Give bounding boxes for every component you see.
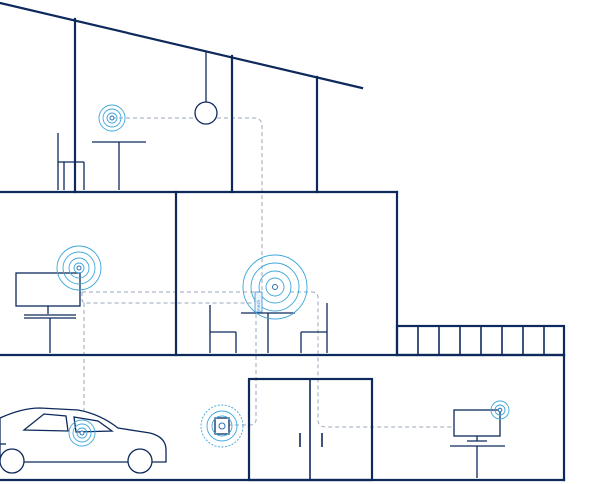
wifi-signal-icon bbox=[68, 419, 96, 447]
roof-line bbox=[0, 1, 364, 90]
wifi-extender-icon bbox=[214, 417, 230, 435]
wifi-signals: mesh bbox=[56, 104, 510, 448]
chair-icon bbox=[57, 133, 85, 190]
chair-icon bbox=[209, 305, 237, 353]
house-structure bbox=[0, 1, 566, 482]
wifi-signal-icon bbox=[490, 400, 510, 420]
tv-icon bbox=[15, 272, 81, 353]
table-icon bbox=[92, 141, 146, 190]
router-label: mesh bbox=[256, 300, 261, 311]
network-path-attic bbox=[112, 117, 263, 290]
tv-icon bbox=[450, 409, 505, 478]
network-path-dining bbox=[290, 291, 470, 428]
wifi-signal-icon bbox=[56, 245, 102, 291]
network-paths bbox=[81, 117, 470, 433]
pendant-lamp-icon bbox=[194, 51, 218, 125]
chair-icon bbox=[300, 303, 328, 353]
table-icon bbox=[241, 312, 295, 353]
wifi-router-icon: mesh bbox=[242, 254, 308, 320]
car-icon bbox=[0, 407, 167, 474]
balcony-balusters bbox=[417, 326, 545, 355]
wifi-signal-icon bbox=[98, 104, 126, 132]
network-path-hall bbox=[228, 300, 257, 426]
wifi-signal-icon bbox=[200, 404, 244, 448]
attic-furniture bbox=[57, 51, 218, 190]
ground-floor-items bbox=[0, 407, 505, 478]
second-floor-furniture bbox=[15, 272, 328, 353]
network-path-living-room bbox=[81, 292, 257, 304]
